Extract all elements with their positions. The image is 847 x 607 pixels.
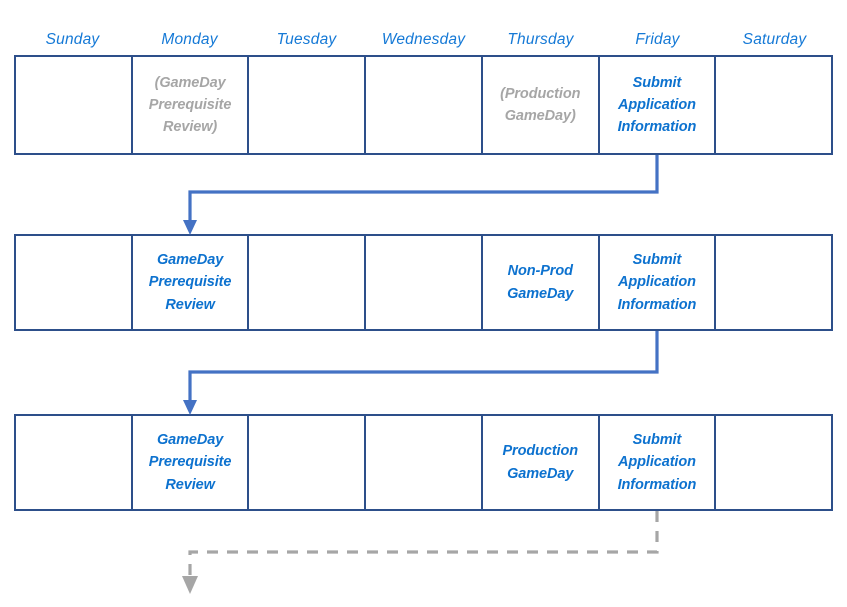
connector-week1-friday-to-week2-monday [183, 155, 659, 235]
day-header-friday: Friday [635, 31, 680, 48]
connector-week2-friday-to-week3-monday [183, 331, 659, 415]
day-header-saturday: Saturday [742, 31, 807, 48]
day-header-wednesday: Wednesday [381, 31, 466, 48]
cell-week3-tuesday[interactable] [249, 416, 367, 509]
day-header-monday: Monday [161, 31, 218, 48]
cell-week2-friday[interactable]: Submit Application Information [600, 236, 717, 329]
cell-text: (Production GameDay) [500, 85, 581, 124]
cell-week3-thursday[interactable]: Production GameDay [483, 416, 600, 509]
cell-text: Non-Prod GameDay [507, 263, 574, 302]
cell-week1-saturday[interactable] [716, 57, 831, 153]
cell-week3-monday[interactable]: GameDay Prerequisite Review [133, 416, 250, 509]
cell-week1-tuesday[interactable] [249, 57, 367, 153]
cell-text: Submit Application Information [617, 252, 697, 313]
arrowhead-icon [182, 576, 198, 594]
cell-week1-thursday[interactable]: (Production GameDay) [483, 57, 600, 153]
week-row-2: GameDay Prerequisite Review Non-Prod Gam… [14, 234, 833, 331]
cell-text: Production GameDay [502, 443, 578, 482]
cell-week3-friday[interactable]: Submit Application Information [600, 416, 717, 509]
cell-week1-monday[interactable]: (GameDay Prerequisite Review) [133, 57, 250, 153]
day-header-row: Sunday Monday Tuesday Wednesday Thursday… [14, 26, 833, 54]
cell-week1-wednesday[interactable] [366, 57, 483, 153]
cell-text: (GameDay Prerequisite Review) [148, 74, 232, 136]
cell-week2-sunday[interactable] [16, 236, 133, 329]
cell-week3-wednesday[interactable] [366, 416, 483, 509]
cell-week2-saturday[interactable] [716, 236, 831, 329]
cell-week2-wednesday[interactable] [366, 236, 483, 329]
connector-week3-friday-to-next-cycle [182, 511, 659, 594]
cell-week3-saturday[interactable] [716, 416, 831, 509]
day-header-sunday: Sunday [45, 31, 100, 48]
cell-week1-friday[interactable]: Submit Application Information [600, 57, 717, 153]
arrowhead-icon [183, 220, 197, 235]
cell-week2-thursday[interactable]: Non-Prod GameDay [483, 236, 600, 329]
cell-week1-sunday[interactable] [16, 57, 133, 153]
cell-week2-tuesday[interactable] [249, 236, 367, 329]
cell-text: GameDay Prerequisite Review [148, 432, 232, 493]
cell-text: GameDay Prerequisite Review [148, 252, 232, 313]
cell-text: Submit Application Information [617, 432, 697, 493]
day-header-thursday: Thursday [507, 31, 574, 48]
cell-text: Submit Application Information [617, 74, 697, 136]
day-header-tuesday: Tuesday [276, 31, 337, 48]
cell-week3-sunday[interactable] [16, 416, 133, 509]
cell-week2-monday[interactable]: GameDay Prerequisite Review [133, 236, 250, 329]
week-row-3: GameDay Prerequisite Review Production G… [14, 414, 833, 511]
arrowhead-icon [183, 400, 197, 415]
week-row-1: (GameDay Prerequisite Review) (Productio… [14, 55, 833, 155]
